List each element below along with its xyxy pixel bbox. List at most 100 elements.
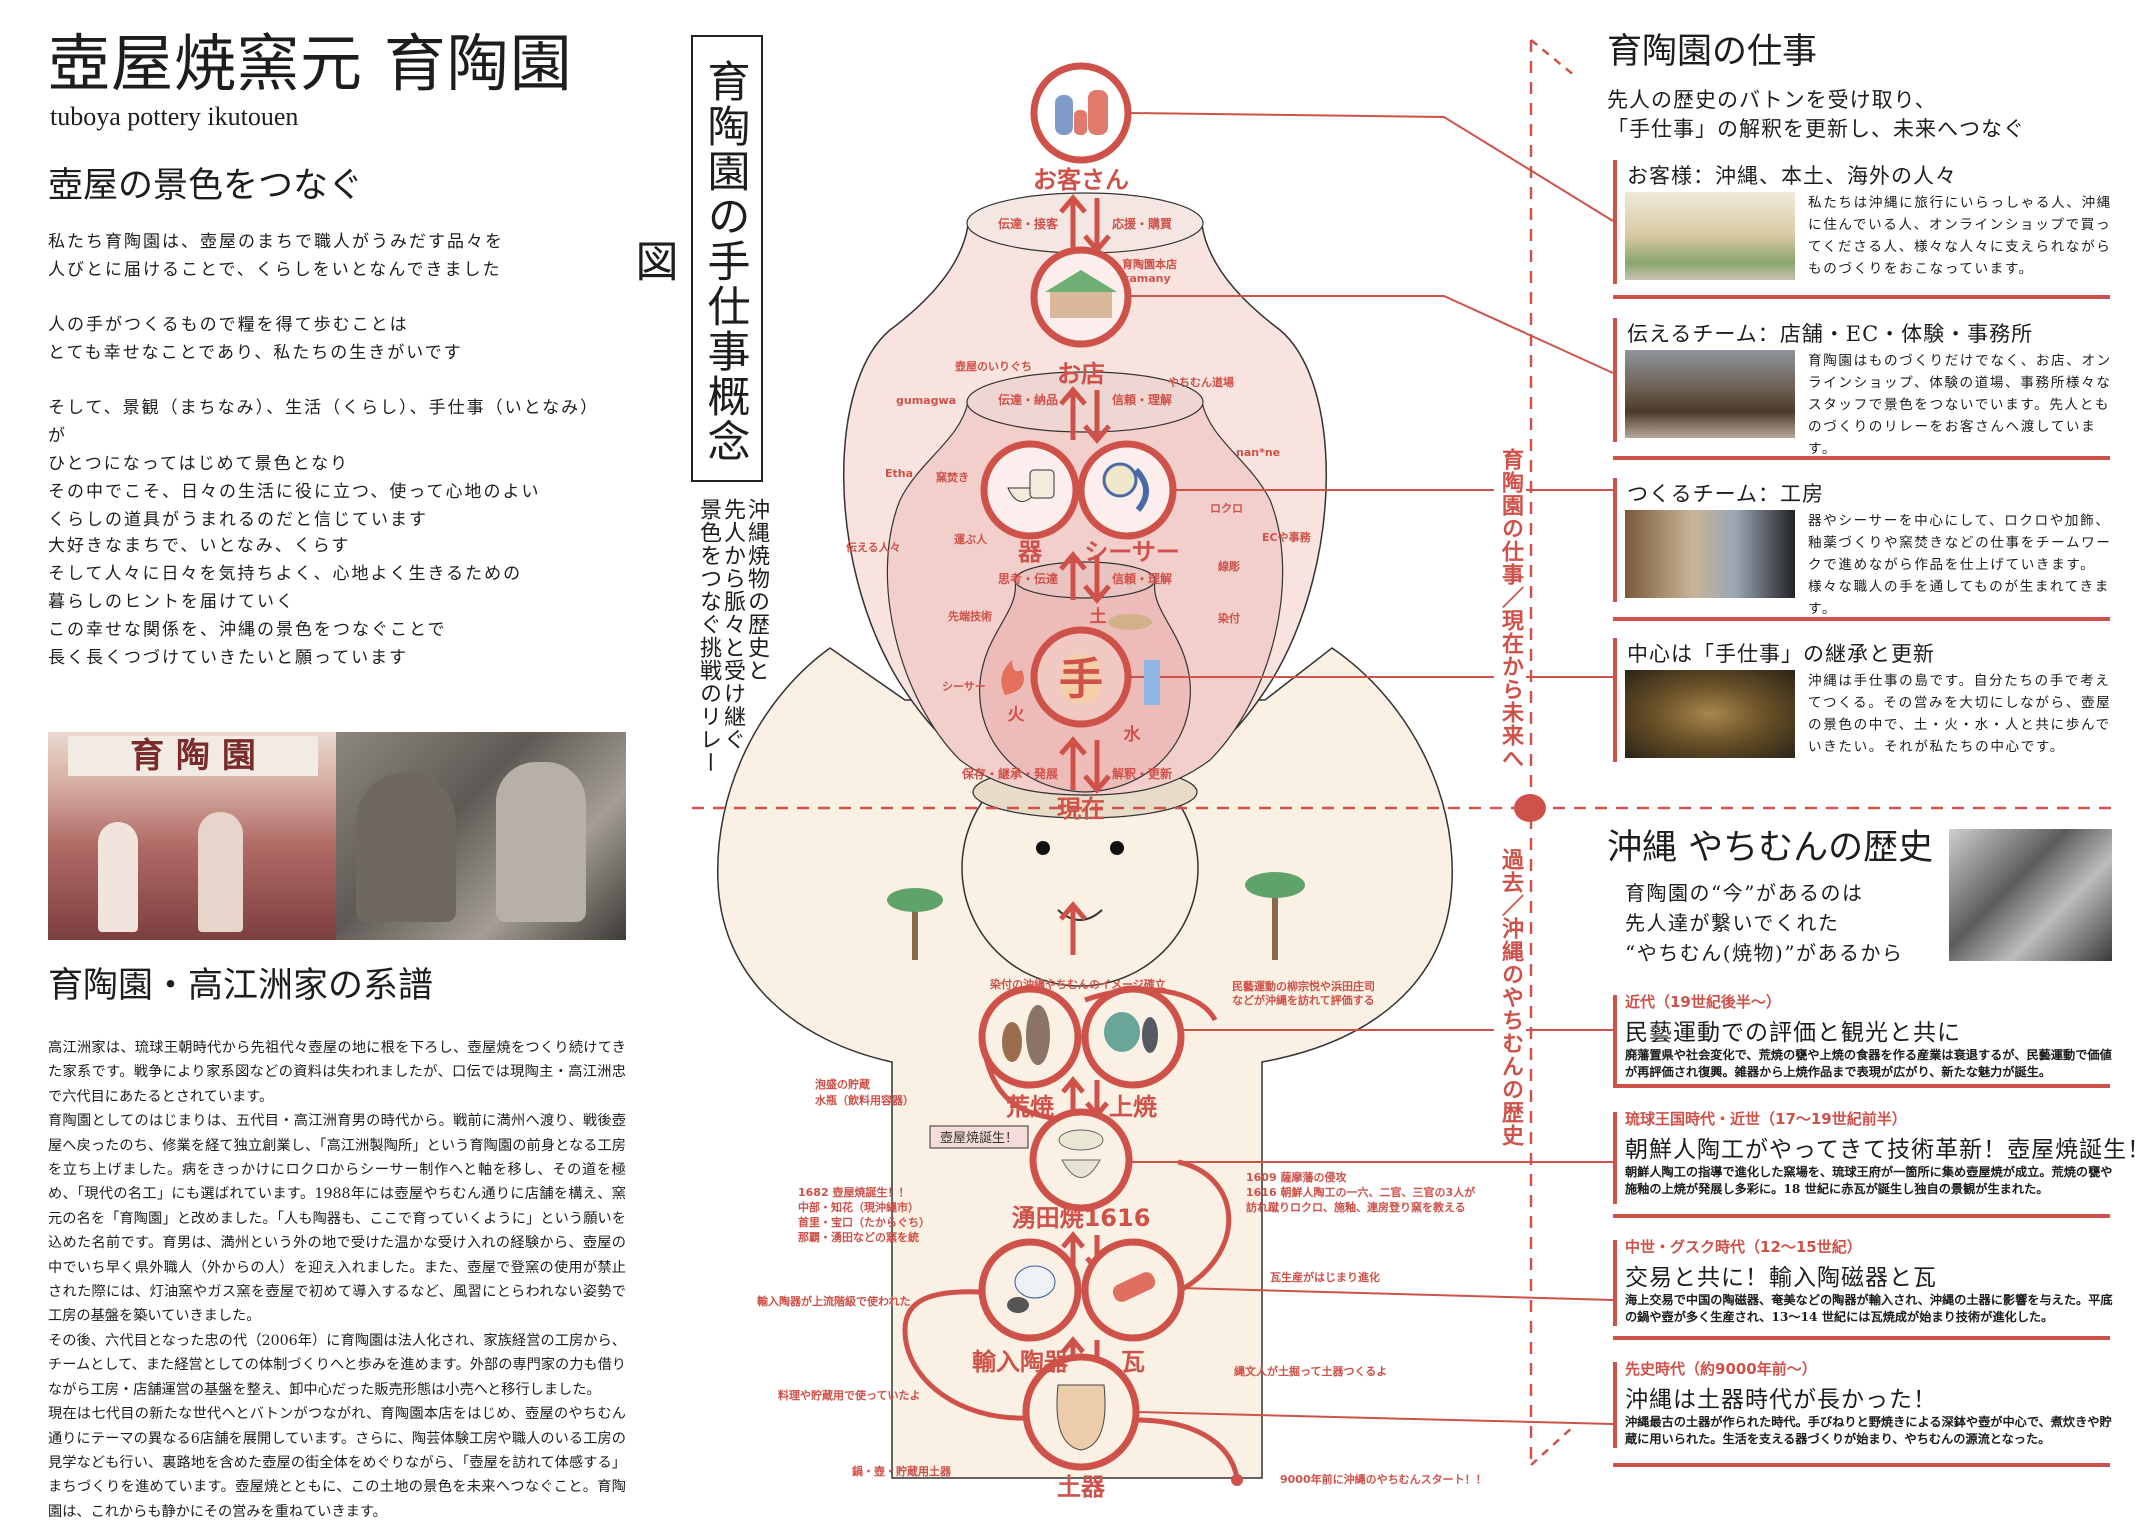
- axis-label-past: 過去／沖縄のやちむんの歴史: [1494, 848, 1526, 1147]
- label-senkoku: 線彫: [1218, 559, 1240, 573]
- era-text: 海上交易で中国の陶磁器、奄美などの陶器が輸入され、沖縄の土器に影響を与えた。平底…: [1625, 1293, 2113, 1324]
- section-heading: 伝えるチーム：店舗・EC・体験・事務所: [1627, 322, 2034, 346]
- genealogy-paragraph: その後、六代目となった忠の代（2006年）に育陶園は法人化され、家族経営の工房か…: [48, 1332, 626, 1398]
- earthenware-label: 土器: [1057, 1473, 1106, 1501]
- section-accent-bar: [1613, 478, 1617, 602]
- era-heading: 沖縄は土器時代が長かった！: [1625, 1387, 1937, 1413]
- section-heading: お客様：沖縄、本土、海外の人々: [1627, 164, 1957, 188]
- page-title: 壺屋焼窯元 育陶園: [48, 27, 573, 100]
- flow-label: 保存・継承・発展: [961, 766, 1058, 781]
- workshop-photo: [1625, 510, 1795, 598]
- label-honten: 育陶園本店: [1122, 257, 1177, 271]
- shop-label: お店: [1057, 360, 1105, 388]
- customer-label: お客さん: [1033, 166, 1129, 194]
- era-text: 廃藩置県や社会変化で、荒焼の甕や上焼の食器を作る産業は衰退するが、民藝運動で価値…: [1625, 1048, 2112, 1079]
- figure-body: [717, 647, 1453, 1479]
- era-accent-bar: [1613, 995, 1617, 1087]
- section-accent-bar: [1613, 318, 1617, 442]
- intro-heading: 壺屋の景色をつなぐ: [48, 166, 364, 206]
- celadon-vessel-icon: [1104, 1012, 1158, 1053]
- label-tanjo: 那覇・湧田などの窯を統: [798, 1230, 919, 1244]
- label-gumagwa: gumagwa: [896, 394, 956, 407]
- intro-line: 人の手がつくるもので糧を得て歩むことは: [48, 315, 409, 335]
- label-mingei: などが沖縄を訪れて評価する: [1232, 993, 1375, 1007]
- earth-label: 土: [1090, 606, 1107, 627]
- work-subtitle: 先人の歴史のバトンを受け取り、 「手仕事」の解釈を更新し、未来へつなぐ: [1607, 86, 2025, 144]
- era-accent-bar: [1613, 1112, 1617, 1204]
- history-start-dot: [1231, 1474, 1243, 1486]
- label-awamori: 泡盛の貯蔵: [815, 1077, 870, 1091]
- teapot-icon: [1007, 1265, 1056, 1313]
- shisa-figure: [356, 772, 456, 922]
- era-text: 朝鮮人陶工の指導で進化した窯場を、琉球王府が一箇所に集め壺屋焼が成立。荒焼の甕や…: [1625, 1165, 2113, 1196]
- history-timeline-path: [902, 987, 1240, 1479]
- label-start: 9000年前に沖縄のやちむんスタート！！: [1280, 1472, 1487, 1486]
- hands-clay-photo: [1625, 670, 1795, 758]
- flow-label: 解釈・更新: [1112, 766, 1172, 781]
- fire-label: 火: [1008, 705, 1026, 725]
- shop-sign: 育 陶 園: [68, 736, 318, 776]
- intro-line: ひとつになってはじめて景色となり: [48, 454, 350, 474]
- family-icon: [1055, 90, 1108, 135]
- wakuta-label: 湧田焼1616: [1012, 1204, 1151, 1232]
- shisa-icon: [1102, 462, 1149, 512]
- section-accent-bar: [1613, 160, 1617, 284]
- palm-tree-icon: [887, 888, 943, 960]
- shisa-figure: [496, 762, 586, 922]
- section-text: 沖縄は手仕事の島です。自分たちの手で考えてつくる。その営みを大切にしながら、壺屋…: [1808, 673, 2112, 755]
- era-label: 先史時代（約9000年前～）: [1625, 1360, 1817, 1378]
- street-photo: [1625, 192, 1795, 280]
- concept-subtitle: 沖縄焼物の歴史と 先人から脈々と受け継ぐ 景色をつなぐ挑戦のリレー: [696, 498, 769, 778]
- history-subtitle: 育陶園の“今”があるのは 先人達が繋いでくれた “やちむん(焼物)”があるから: [1625, 878, 1904, 968]
- wakuta-bowl-icon: [1058, 1129, 1104, 1178]
- connector-lines: [1128, 112, 1614, 1425]
- era-text: 沖縄最古の土器が作られた時代。手びねりと野焼きによる深鉢や壺が中心で、煮炊きや貯…: [1625, 1415, 2112, 1446]
- genealogy-body: 高江洲家は、琉球王朝時代から先祖代々壺屋の地に根を下ろし、壺屋焼をつくり続けてき…: [48, 1036, 626, 1524]
- intro-line: 大好きなまちで、いとなみ、くらす: [48, 536, 351, 556]
- section-divider: [1613, 456, 2110, 460]
- era-label: 琉球王国時代・近世（17～19世紀前半）: [1625, 1110, 1907, 1128]
- era-heading: 民藝運動での評価と観光と共に: [1625, 1020, 1961, 1046]
- intro-paragraph-2: 人の手がつくるもので糧を得て歩むことは とても幸せなことであり、私たちの生きがい…: [48, 311, 608, 367]
- family-photo: 育 陶 園: [48, 732, 336, 940]
- section-heading: 中心は「手仕事」の継承と更新: [1627, 642, 1935, 666]
- label-nanne: nan*ne: [1236, 446, 1280, 459]
- era-label: 近代（19世紀後半～）: [1625, 993, 1781, 1011]
- bowl-icon: [1007, 469, 1055, 502]
- label-rokuro: ロクロ: [1210, 502, 1243, 515]
- shop-building-icon: [1045, 270, 1117, 318]
- intro-line: そして人々に日々を気持ちよく、心地よく生きるための: [48, 564, 523, 584]
- label-kawara: 瓦生産がはじまり進化: [1270, 1270, 1380, 1284]
- work-subtitle-line: 「手仕事」の解釈を更新し、未来へつなぐ: [1607, 117, 2025, 141]
- shisa-label: シーサー: [1084, 538, 1180, 566]
- timeline-axis-top: [1530, 39, 1576, 77]
- label-satsuma: 1616 朝鮮人陶工の一六、二官、三官の3人が: [1246, 1185, 1475, 1199]
- section-heading: つくるチーム：工房: [1627, 482, 1824, 506]
- work-subtitle-line: 先人の歴史のバトンを受け取り、: [1607, 88, 1937, 112]
- history-subtitle-line: 先人達が繋いでくれた: [1625, 911, 1840, 935]
- jar-inner-neck: [1014, 561, 1156, 599]
- shop-interior-photo: [1625, 350, 1795, 438]
- label-tanjo: 1682 壺屋焼誕生！！: [798, 1185, 909, 1199]
- intro-line: 暮らしのヒントを届けていく: [48, 592, 295, 612]
- label-dojo: やちむん道場: [1168, 375, 1234, 389]
- roof-tile-icon: [1112, 1272, 1156, 1302]
- label-satsuma: 訪れ蹴りロクロ、施釉、連房登り窯を教える: [1246, 1200, 1466, 1214]
- intro-line: くらしの道具がうまれるのだと信じています: [48, 510, 428, 530]
- label-jouryu: 輸入陶器が上流階級で使われた: [757, 1294, 910, 1308]
- genealogy-paragraph: 高江洲家は、琉球王朝時代から先祖代々壺屋の地に根を下ろし、壺屋焼をつくり続けてき…: [48, 1040, 626, 1105]
- label-etha: Etha: [885, 467, 913, 480]
- concept-title: 育陶園の手仕事概念図: [628, 35, 763, 482]
- present-marker-dot: [1514, 794, 1546, 822]
- intro-paragraph-4: 大好きなまちで、いとなみ、くらす そして人々に日々を気持ちよく、心地よく生きるた…: [48, 532, 608, 672]
- intro-line: 人びとに届けることで、くらしをいとなんできました: [48, 260, 502, 280]
- flame-icon: [1001, 660, 1024, 695]
- clay-pot-icon: [1056, 1384, 1106, 1451]
- eye-right-icon: [1110, 841, 1124, 855]
- concept-subtitle-line: 先人から脈々と受け継ぐ: [720, 498, 745, 751]
- imported-label: 輸入陶器: [972, 1348, 1069, 1376]
- section-text: 器やシーサーを中心にして、ロクロや加飾、釉薬づくりや窯焚きなどの仕事をチームワー…: [1808, 513, 2112, 617]
- palm-hand-icon: [1062, 655, 1100, 703]
- era-label: 中世・グスク時代（12～15世紀）: [1625, 1238, 1862, 1256]
